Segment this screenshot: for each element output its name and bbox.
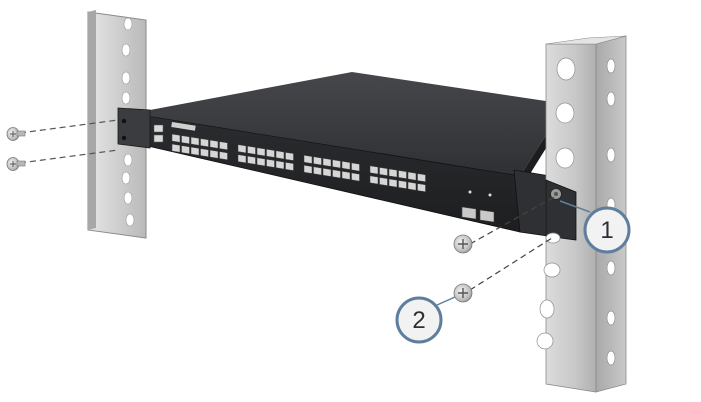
rj45-port [275,160,285,170]
right-screw-upper [453,234,473,254]
callout-2: 2 [395,296,456,344]
callout-1: 1 [559,200,631,254]
network-switch [117,72,577,241]
management-ports [153,124,164,143]
status-led [488,193,492,197]
rj45-port [407,171,417,181]
rj45-port [256,147,266,157]
callout-1-label: 1 [600,217,613,244]
brand-label [171,121,196,131]
rj45-port [388,178,398,188]
switch-top-cover [150,72,566,176]
callout-2-label: 2 [412,307,425,334]
rj45-port [266,158,275,168]
rj45-port [237,144,247,154]
left-screws [6,119,119,171]
rj45-port [379,177,388,186]
left-rack-rail [87,10,147,239]
rj45-port [388,168,398,178]
rj45-port [351,172,360,182]
rj45-port [219,141,228,151]
rj45-port [417,173,426,183]
left-screw-upper [6,127,26,141]
rj45-port [181,145,190,155]
left-mounting-bracket [117,107,151,149]
rj45-port [171,143,181,153]
rj45-port [209,139,219,149]
right-screws [453,195,557,303]
rj45-port [407,181,417,191]
rj45-port [417,183,426,193]
rj45-port [171,133,181,143]
rj45-port [341,160,351,170]
left-screw-lower [6,157,26,171]
rj45-port [332,159,341,169]
rj45-port [351,162,360,172]
rj45-port [379,167,388,176]
rj45-port-array [171,133,426,193]
status-led [468,190,472,194]
rj45-port [181,135,190,145]
rj45-port [369,165,379,175]
rj45-port [266,148,275,158]
rj45-port [322,157,332,167]
rj45-port [275,150,285,160]
rj45-port [398,170,407,179]
rj45-port [247,145,256,155]
rj45-port [237,154,247,164]
rj45-port [247,155,256,165]
rj45-port [341,170,351,180]
rj45-port [285,152,294,161]
rj45-port [303,164,313,174]
rj45-port [369,175,379,185]
rj45-port [398,180,407,189]
rj45-port [190,136,200,146]
rj45-port [256,157,266,167]
right-screw-lower [453,283,473,303]
rj45-port [285,162,294,171]
rj45-port [190,146,200,156]
rj45-port [303,154,313,164]
sfp-ports [461,206,495,223]
rj45-port [313,166,322,176]
rj45-port [332,169,341,179]
rj45-port [219,151,228,161]
rj45-port [209,149,219,159]
rj45-port [322,167,332,177]
rj45-port [200,138,209,148]
rj45-port [200,148,209,158]
rj45-port [313,156,322,166]
